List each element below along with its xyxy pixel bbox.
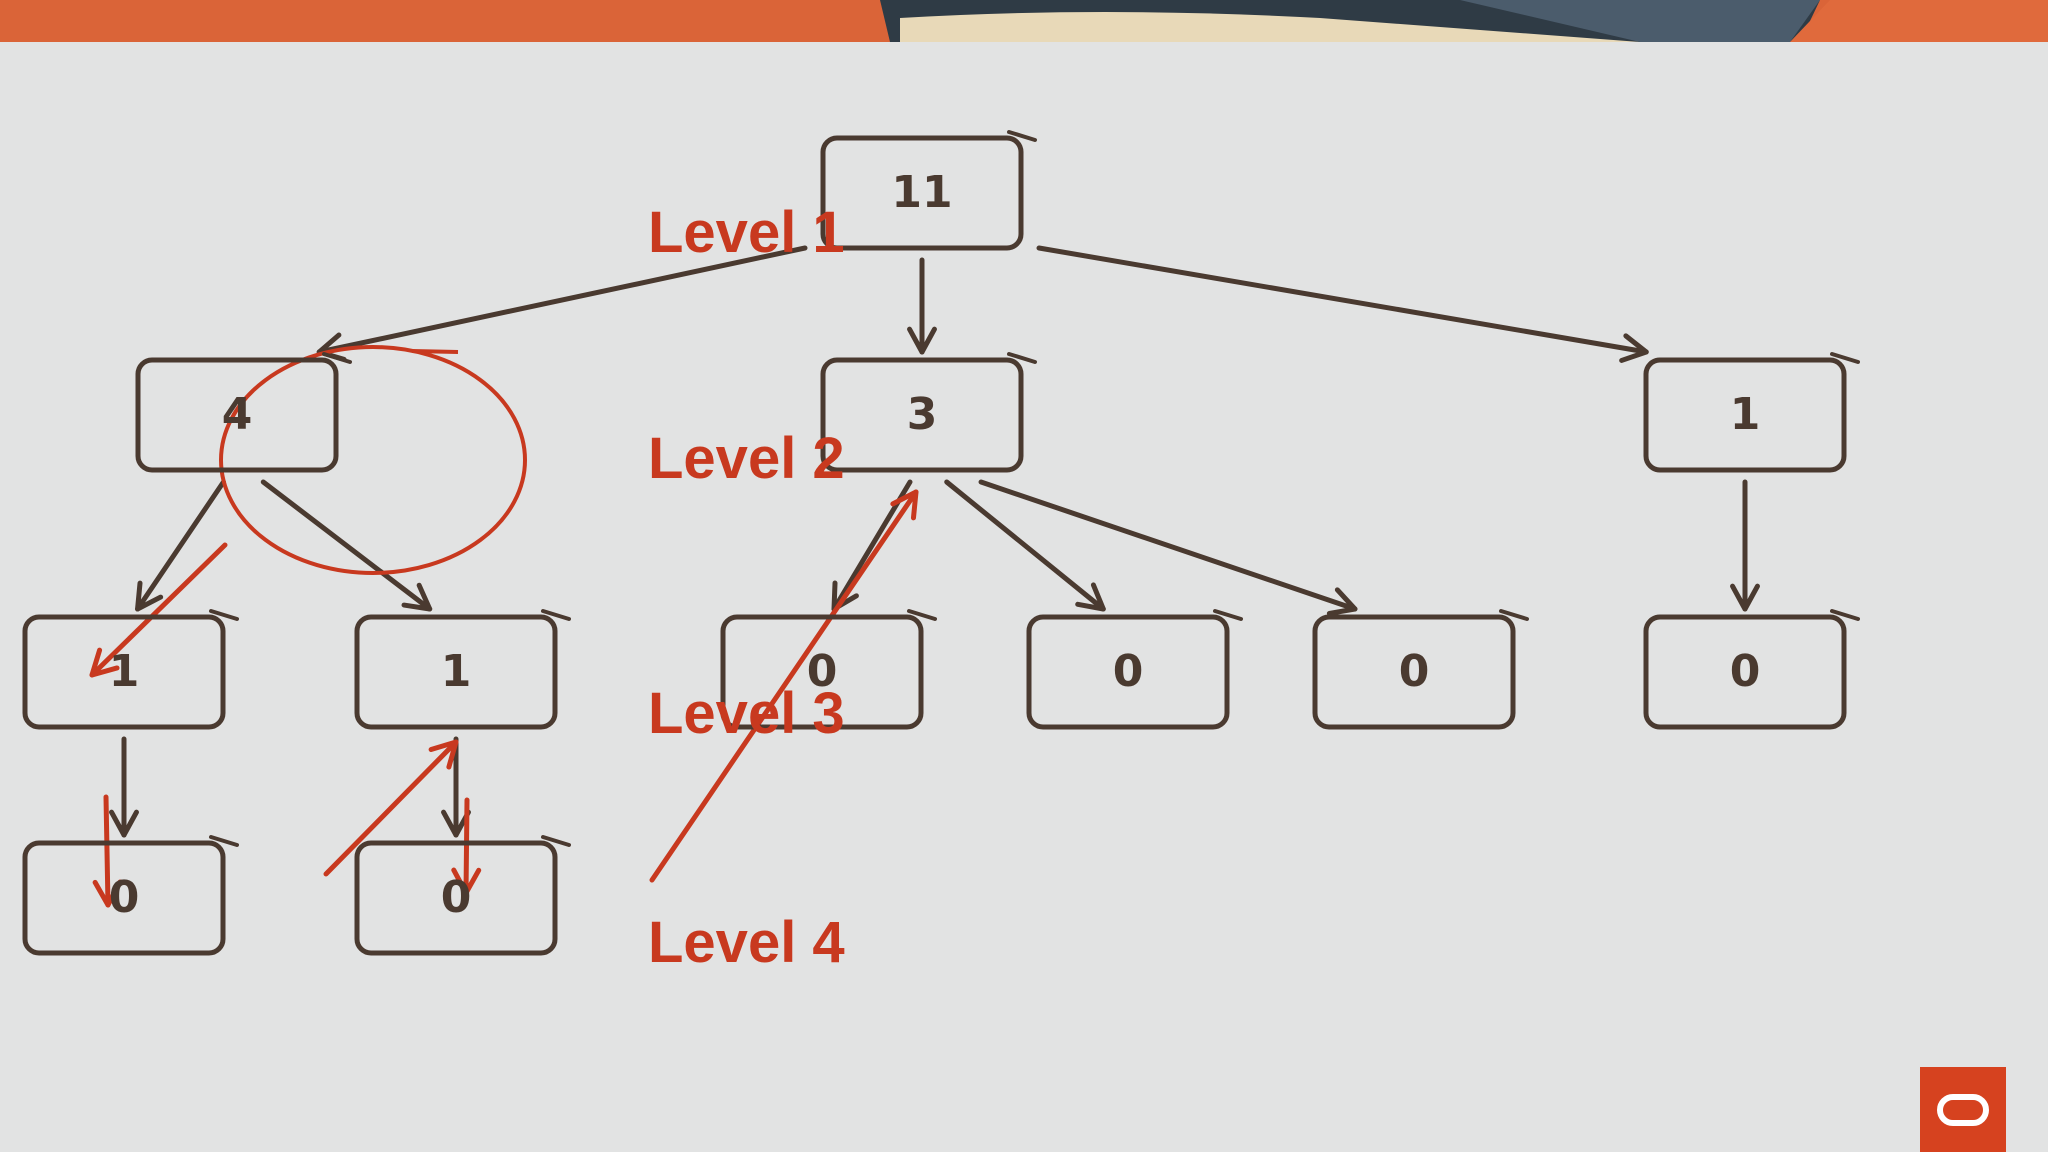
level-label-4: Level 4	[648, 910, 845, 975]
node-value: 4	[222, 389, 253, 440]
level-label-3: Level 3	[648, 681, 845, 746]
traversal-arrow-4	[451, 797, 482, 896]
edge-a-a2	[260, 479, 433, 612]
node-value: 11	[891, 167, 952, 218]
traversal-arrow-3	[323, 739, 459, 877]
edge-a-a1	[135, 479, 226, 612]
node-c: 1	[1643, 352, 1860, 473]
highlight-circle	[219, 345, 527, 575]
node-a2c: 0	[354, 835, 571, 956]
node-value: 1	[1730, 389, 1761, 440]
edge-root-b	[907, 257, 937, 355]
node-a2: 1	[354, 609, 571, 730]
node-b2: 0	[1026, 609, 1243, 730]
node-value: 3	[907, 389, 938, 440]
node-b3: 0	[1312, 609, 1529, 730]
node-value: 0	[1113, 646, 1144, 697]
node-b: 3	[820, 352, 1037, 473]
node-b1: 0	[720, 609, 937, 730]
highlight-mark	[411, 349, 459, 354]
level-label-1: Level 1	[648, 200, 845, 265]
traversal-arrow-1	[89, 542, 228, 678]
node-root: 11	[820, 130, 1037, 251]
traversal-arrow-2	[92, 794, 123, 908]
node-a: 4	[135, 352, 352, 473]
node-value: 1	[441, 646, 472, 697]
node-value: 1	[109, 646, 140, 697]
edge-root-c	[1036, 245, 1649, 363]
node-a1: 1	[22, 609, 239, 730]
edge-b-b3	[978, 479, 1358, 616]
node-value: 0	[1399, 646, 1430, 697]
traversal-arrow-5	[649, 489, 919, 883]
node-value: 0	[807, 646, 838, 697]
node-a1c: 0	[22, 835, 239, 956]
edge-a1-a1c	[109, 736, 139, 838]
level-label-2: Level 2	[648, 426, 845, 491]
node-c1: 0	[1643, 609, 1860, 730]
node-value: 0	[1730, 646, 1761, 697]
edge-b-b2	[944, 479, 1106, 612]
edge-c-c1	[1730, 479, 1760, 612]
node-value: 0	[109, 872, 140, 923]
header-banner	[0, 0, 2048, 42]
node-value: 0	[441, 872, 472, 923]
oracle-logo-icon	[1920, 1067, 2006, 1152]
